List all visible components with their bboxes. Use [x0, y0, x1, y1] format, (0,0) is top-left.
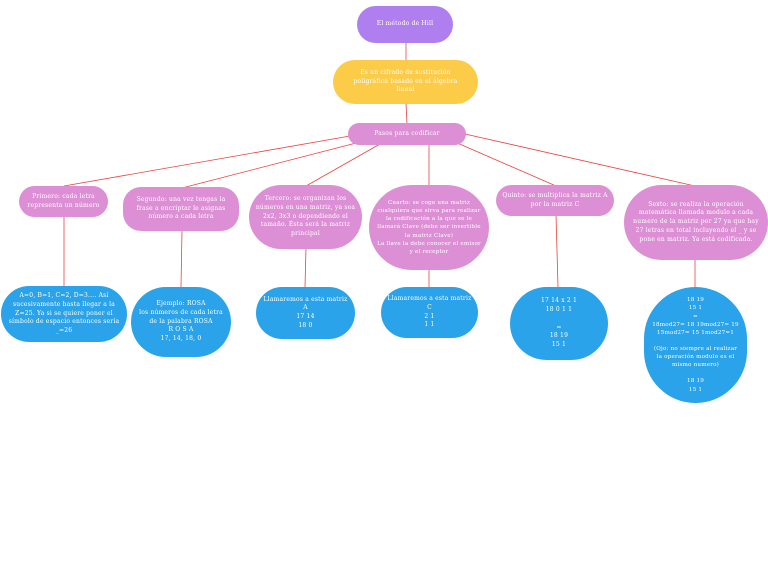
detail-label-3: Llamaremos a esta matriz A 17 14 18 0: [263, 295, 348, 329]
detail-node-2[interactable]: Ejemplo: ROSA los números de cada letra …: [131, 287, 231, 357]
detail-label-2: Ejemplo: ROSA los números de cada letra …: [139, 300, 223, 343]
step-node-1[interactable]: Primero: cada letra representa un número: [19, 186, 108, 217]
connector-steps-5: [454, 141, 557, 187]
root-label: El método de Hill: [376, 20, 434, 28]
step-label-2: Segundo: una vez tengas la frase a encri…: [136, 195, 226, 221]
detail-node-4[interactable]: Llamaremos a esta matriz C 2 1 1 1: [381, 287, 478, 338]
detail-node-6[interactable]: 18 19 15 1 = 18mod27= 18 19mod27= 19 15m…: [644, 287, 747, 403]
root-node[interactable]: El método de Hill: [357, 6, 453, 43]
step-label-4: Cuarto: se coge una matriz cualquiera qu…: [377, 200, 481, 255]
detail-node-5[interactable]: 17 14 x 2 1 18 0 1 1 = 18 19 15 1: [510, 287, 608, 360]
step-label-5: Quinto: se multiplica la matriz A por la…: [502, 191, 608, 208]
connector-step2-detail: [180, 229, 183, 288]
connector-steps-6: [464, 133, 696, 187]
step-node-6[interactable]: Sexto: se realiza la operación matemátic…: [624, 185, 768, 260]
step-node-4[interactable]: Cuarto: se coge una matriz cualquiera qu…: [369, 185, 489, 270]
connector-step3-detail: [304, 247, 307, 288]
connector-definition-steps: [405, 102, 408, 125]
step-label-6: Sexto: se realiza la operación matemátic…: [633, 200, 759, 243]
connector-steps-1: [63, 135, 351, 187]
connector-steps-3: [305, 143, 381, 187]
step-node-2[interactable]: Segundo: una vez tengas la frase a encri…: [123, 187, 239, 231]
connector-step5-detail: [555, 214, 559, 288]
step-label-1: Primero: cada letra representa un número: [27, 192, 100, 209]
detail-label-6: 18 19 15 1 = 18mod27= 18 19mod27= 19 15m…: [652, 297, 739, 393]
steps-title-node[interactable]: Pasos para codificar: [348, 123, 466, 145]
detail-label-5: 17 14 x 2 1 18 0 1 1 = 18 19 15 1: [540, 297, 578, 348]
detail-label-1: A=0, B=1, C=2, D=3.... Así sucesivamente…: [8, 292, 120, 335]
detail-node-3[interactable]: Llamaremos a esta matriz A 17 14 18 0: [256, 287, 355, 339]
definition-node[interactable]: Es un cifrado de sustitución poligráfica…: [333, 60, 478, 104]
connector-steps-2: [181, 141, 361, 189]
steps-title-label: Pasos para codificar: [374, 129, 440, 137]
step-node-5[interactable]: Quinto: se multiplica la matriz A por la…: [496, 185, 614, 216]
detail-label-4: Llamaremos a esta matriz C 2 1 1 1: [387, 295, 472, 329]
step-label-3: Tercero: se organizan los números en una…: [255, 195, 356, 238]
step-node-3[interactable]: Tercero: se organizan los números en una…: [249, 185, 362, 249]
detail-node-1[interactable]: A=0, B=1, C=2, D=3.... Así sucesivamente…: [1, 286, 127, 342]
definition-label: Es un cifrado de sustitución poligráfica…: [353, 68, 458, 94]
